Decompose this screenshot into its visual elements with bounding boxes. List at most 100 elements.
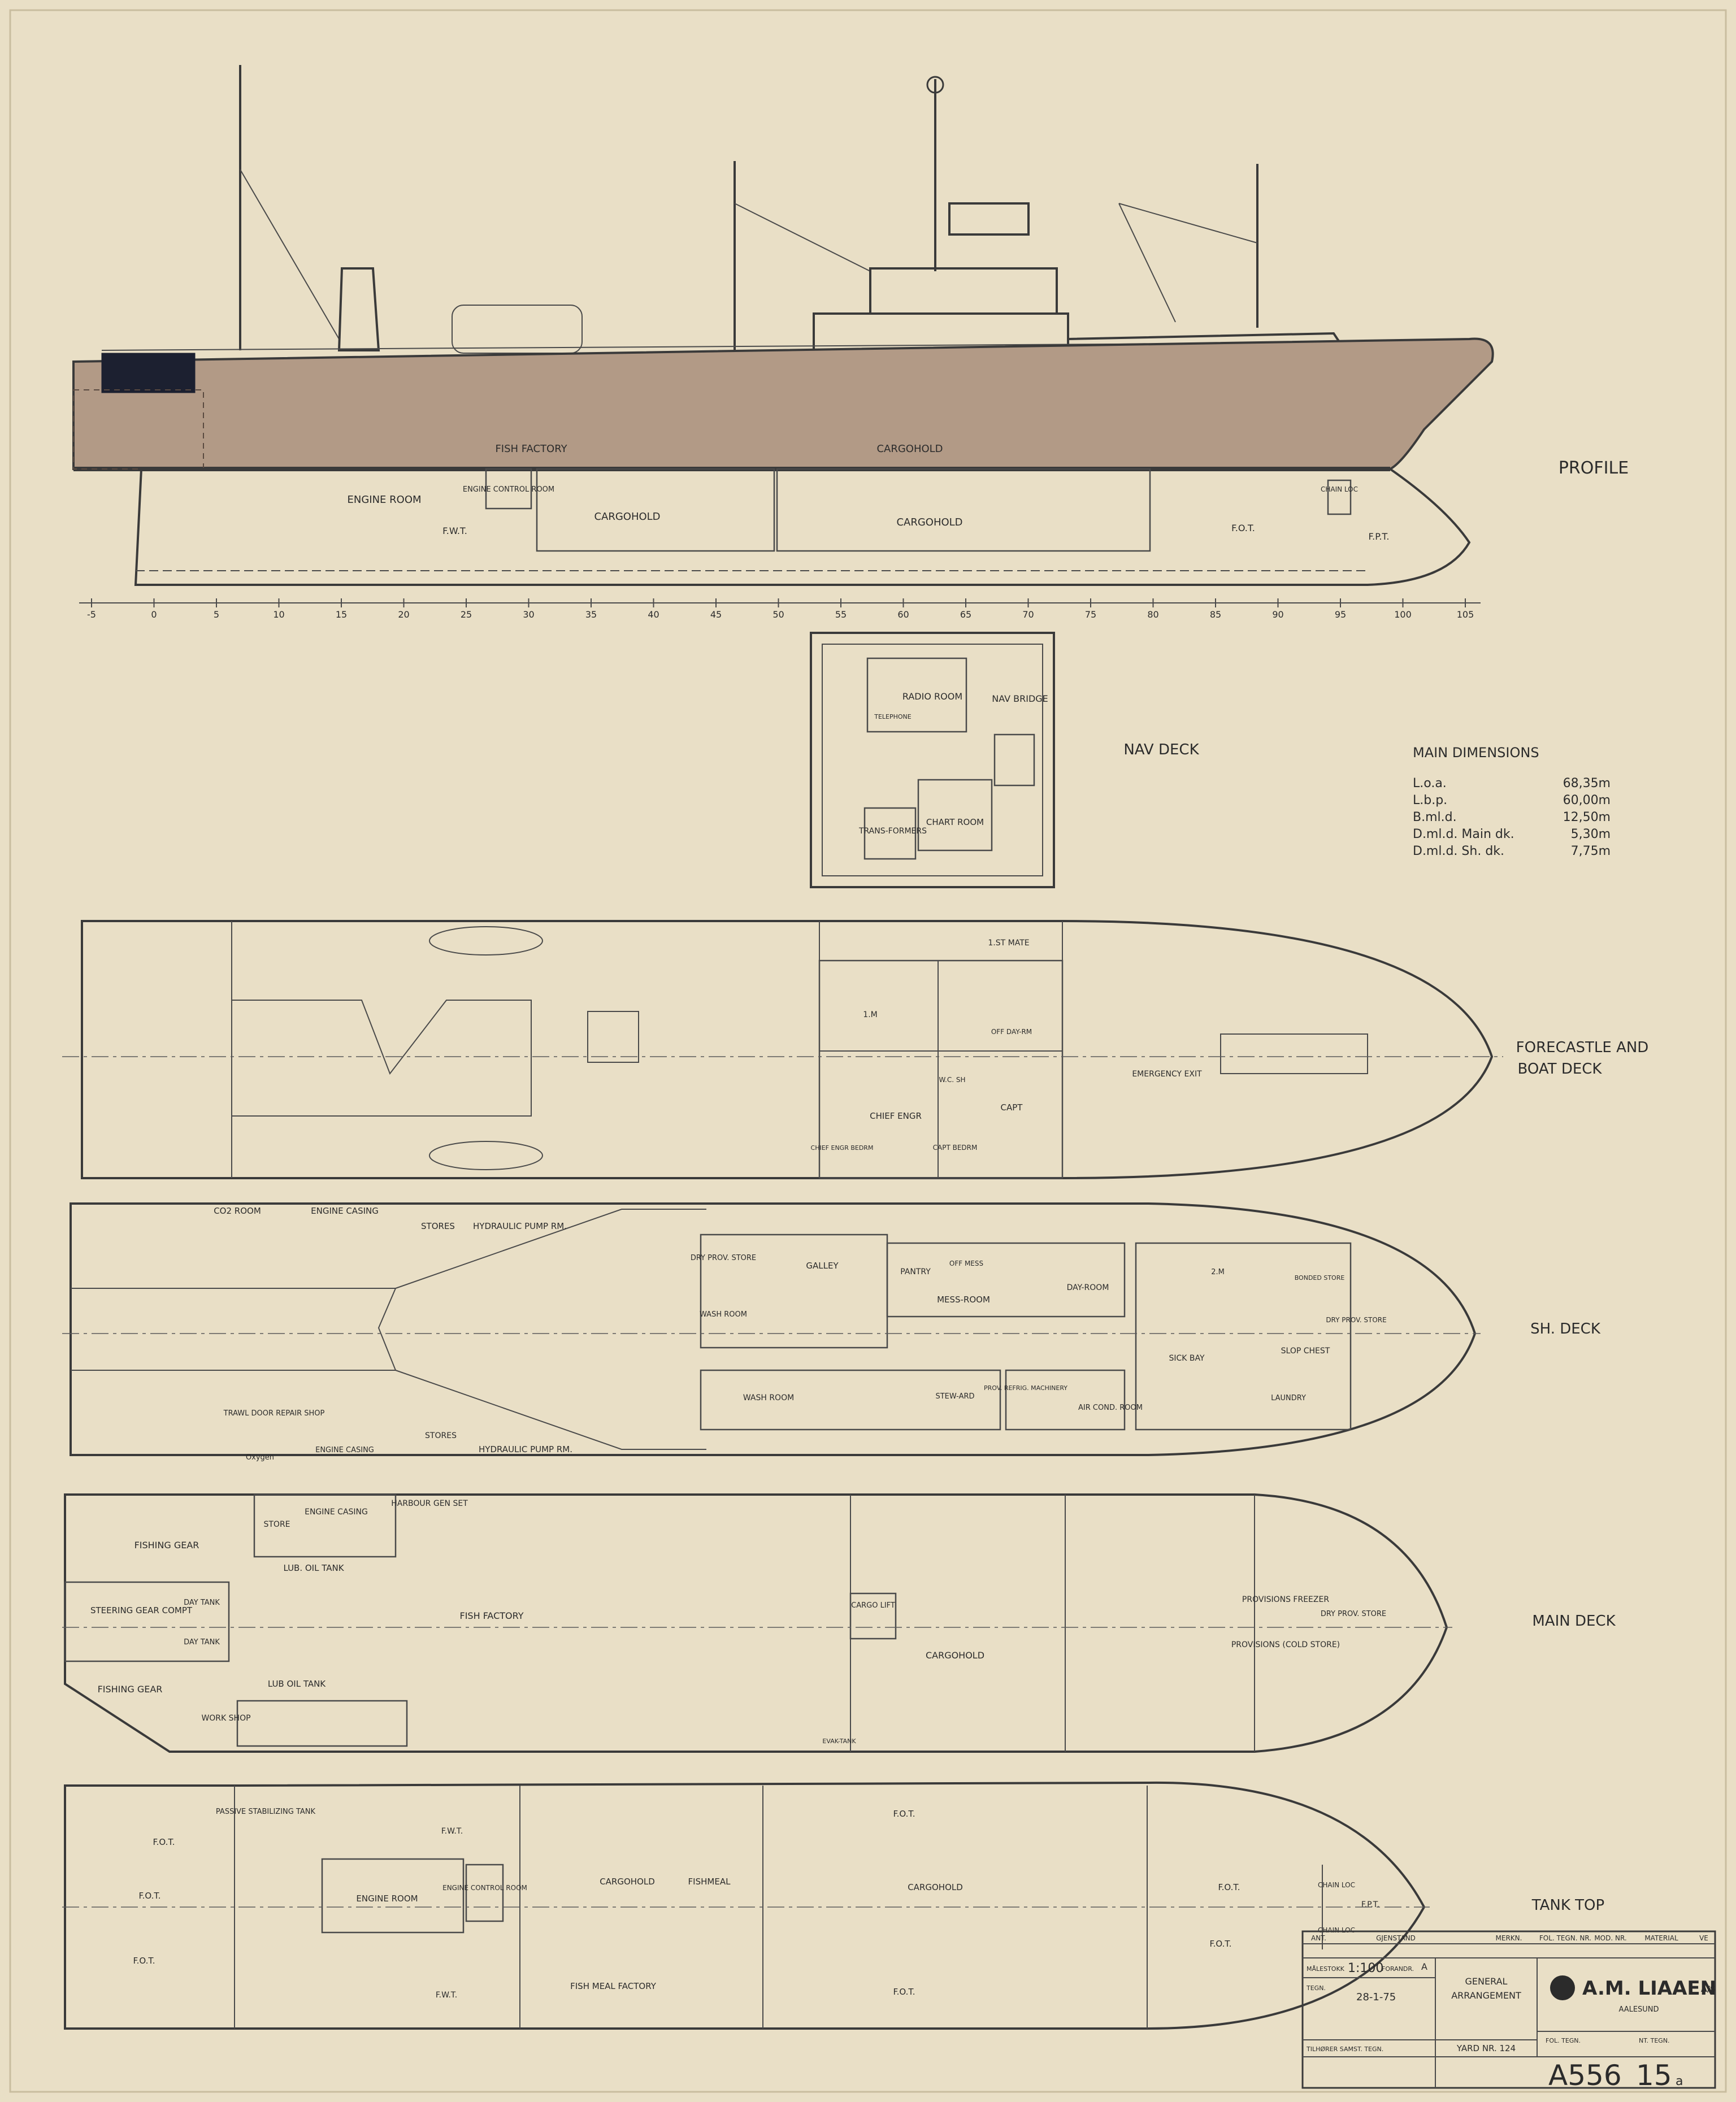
sheet-border (9, 9, 1727, 2093)
sh-slop-chest-label: SLOP CHEST (1281, 1347, 1330, 1356)
tb-tegn-label: TEGN. (1306, 1984, 1326, 1992)
nav-deck-view: RADIO ROOM NAV BRIDGE CHART ROOM TRANS-F… (810, 632, 1055, 888)
profile-engine-room-label: ENGINE ROOM (347, 494, 421, 506)
frame-number: 50 (772, 609, 784, 620)
tb-header-gjenstand: GJENSTAND (1376, 1934, 1416, 1942)
tb-header-material: MATERIAL (1644, 1934, 1678, 1942)
tank-passive-label: PASSIVE STABILIZING TANK (216, 1808, 316, 1816)
sh-day-room-label: DAY-ROOM (1067, 1283, 1109, 1292)
dim-depth-sh-value: 7,75m (1571, 844, 1611, 858)
frame-number: 95 (1335, 609, 1346, 620)
tank-engine-room-label: ENGINE ROOM (356, 1893, 418, 1904)
main-deck-title: MAIN DECK (1532, 1613, 1616, 1630)
main-dimensions-title: MAIN DIMENSIONS (1413, 745, 1539, 761)
tank-cargohold-2-label: CARGOHOLD (908, 1882, 963, 1892)
main-cargohold-label: CARGOHOLD (926, 1650, 984, 1661)
forecastle-title-line2: BOAT DECK (1518, 1061, 1603, 1078)
boat-first-mate-label: 1.ST MATE (988, 939, 1029, 948)
tb-company-suffix: A/S (1701, 1985, 1716, 1994)
tb-drawing-no: A556 (1548, 2059, 1622, 2092)
tank-fot-4-label: F.O.T. (893, 1809, 915, 1819)
sh-off-mess-label: OFF MESS (949, 1260, 983, 1267)
dim-lbp-value: 60,00m (1563, 793, 1611, 807)
tank-fish-meal-factory-label: FISH MEAL FACTORY (570, 1981, 657, 1991)
sh-trawl-door-label: TRAWL DOOR REPAIR SHOP (223, 1409, 325, 1418)
sh-hyd-2-label: HYDRAULIC PUMP RM. (479, 1444, 572, 1454)
tb-city: AALESUND (1618, 2005, 1659, 2014)
frame-number: 5 (214, 609, 219, 620)
tb-nt-tegn: NT. TEGN. (1639, 2037, 1670, 2044)
sh-dry-prov-2-label: DRY PROV. STORE (1326, 1316, 1386, 1324)
tb-fol-tegn: FOL. TEGN. (1546, 2037, 1581, 2044)
sh-oxygen-label: Oxygen (246, 1453, 274, 1462)
frame-number: 30 (523, 609, 534, 620)
frame-number: 0 (151, 609, 157, 620)
tb-scale: 1:100 (1348, 1961, 1383, 1975)
tb-sheet-no: 15 (1636, 2059, 1672, 2092)
tb-arrangement: ARRANGEMENT (1451, 1990, 1521, 2001)
main-store-label: STORE (263, 1520, 290, 1529)
sh-laundry-label: LAUNDRY (1271, 1394, 1306, 1402)
forecastle-deck-view: 1.ST MATE 1.M CHIEF ENGR CAPT CAPT BEDRM… (81, 920, 1494, 1179)
forecastle-title-line1: FORECASTLE AND (1516, 1039, 1649, 1056)
sh-mess-room-label: MESS-ROOM (937, 1295, 990, 1305)
tb-header-mod: MOD. NR. (1594, 1934, 1626, 1942)
tb-tilhorer: TILHØRER SAMST. TEGN. (1306, 2045, 1383, 2053)
profile-cargohold-2-label: CARGOHOLD (896, 516, 962, 528)
main-fishing-gear-2-label: FISHING GEAR (98, 1684, 163, 1695)
frame-number: 105 (1457, 609, 1474, 620)
boat-chief-engr-label: CHIEF ENGR (870, 1111, 922, 1121)
dim-breadth-label: B.ml.d. (1413, 810, 1457, 824)
frame-number: 100 (1394, 609, 1412, 620)
frame-number: 40 (648, 609, 659, 620)
main-work-shop-label: WORK SHOP (201, 1714, 250, 1723)
boat-off-day-label: OFF DAY-RM (991, 1028, 1032, 1036)
tank-fpt-label: F.P.T. (1361, 1900, 1379, 1909)
main-fish-factory-label: FISH FACTORY (460, 1610, 524, 1621)
sh-bonded-label: BONDED STORE (1295, 1274, 1345, 1282)
main-prov-freezer-label: PROVISIONS FREEZER (1242, 1595, 1329, 1604)
boat-one-m-label: 1.M (863, 1010, 877, 1019)
tb-header-merkn: MERKN. (1496, 1934, 1522, 1942)
tb-forandr-label: FORANDR. (1382, 1965, 1414, 1973)
main-day-tank-1-label: DAY TANK (184, 1599, 220, 1607)
tank-fot-1-label: F.O.T. (153, 1837, 175, 1847)
profile-view: FISH FACTORY CARGOHOLD ENGINE ROOM ENGIN… (72, 65, 1494, 586)
sh-engine-casing-1-label: ENGINE CASING (311, 1206, 379, 1216)
sh-dry-prov-label: DRY PROV. STORE (691, 1254, 756, 1262)
sh-steward-label: STEW-ARD (935, 1392, 974, 1401)
dim-lbp-label: L.b.p. (1413, 793, 1447, 807)
frame-number: 25 (461, 609, 472, 620)
main-day-tank-2-label: DAY TANK (184, 1638, 220, 1647)
boat-capt-bedrm-label: CAPT BEDRM (933, 1144, 978, 1152)
tank-fot-5-label: F.O.T. (893, 1987, 915, 1997)
tb-date: 28-1-75 (1356, 1991, 1396, 2003)
profile-cargohold-1-label: CARGOHOLD (594, 511, 660, 523)
frame-number: 55 (835, 609, 847, 620)
tank-fot-7-label: F.O.T. (1209, 1939, 1231, 1949)
nav-telephone-label: TELEPHONE (874, 713, 912, 720)
title-block: ANT. GJENSTAND MERKN. FOL. TEGN. NR. MOD… (1301, 1930, 1716, 2092)
sh-deck-title: SH. DECK (1530, 1321, 1601, 1337)
tank-fwt-2-label: F.W.T. (436, 1991, 457, 2000)
frame-number: -5 (87, 609, 96, 620)
tank-top-view: F.O.T. F.O.T. F.O.T. F.O.T. F.O.T. F.O.T… (64, 1781, 1426, 2030)
tank-fwt-1-label: F.W.T. (441, 1827, 463, 1836)
main-evak-label: EVAK-TANK (822, 1738, 856, 1745)
frame-number: 80 (1147, 609, 1158, 620)
sh-engine-casing-2-label: ENGINE CASING (315, 1446, 374, 1454)
tb-header-ve: VE (1699, 1934, 1708, 1942)
sh-air-cond-label: AIR COND. ROOM (1078, 1404, 1143, 1412)
tb-header-ant: ANT. (1311, 1934, 1326, 1942)
sh-sick-bay-label: SICK BAY (1169, 1354, 1205, 1363)
sh-co2-label: CO2 ROOM (214, 1206, 261, 1216)
profile-engine-control-label: ENGINE CONTROL ROOM (463, 485, 554, 494)
tank-fishmeal-label: FISHMEAL (688, 1877, 731, 1887)
main-dry-prov-label: DRY PROV. STORE (1321, 1610, 1386, 1618)
tank-fot-2-label: F.O.T. (138, 1891, 160, 1901)
sh-wash-1-label: WASH ROOM (700, 1310, 747, 1319)
tank-fot-6-label: F.O.T. (1218, 1882, 1240, 1892)
tb-general: GENERAL (1465, 1976, 1508, 1987)
main-steering-label: STEERING GEAR COMPT (90, 1605, 193, 1615)
